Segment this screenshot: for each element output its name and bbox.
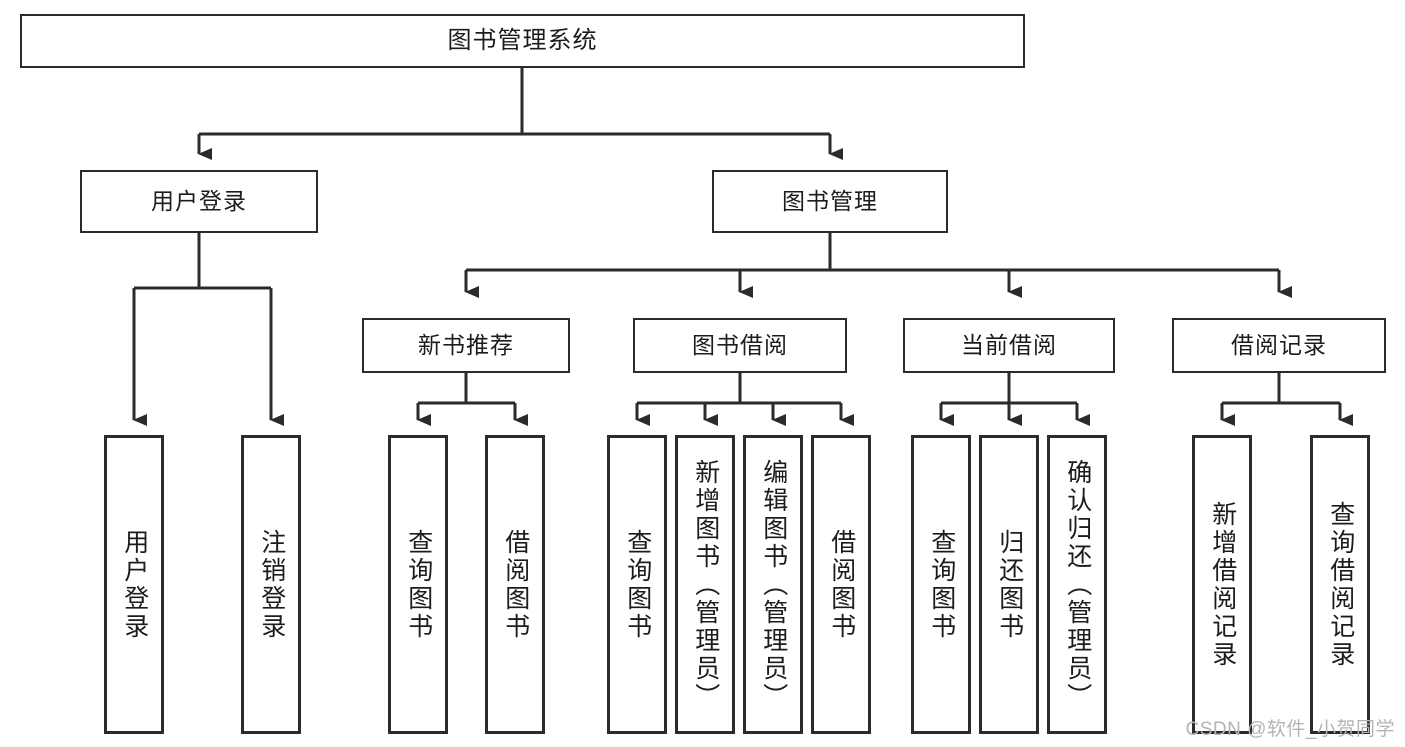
leaf-query-books-borrow[interactable]: 查询图书	[607, 435, 667, 734]
node-user-login[interactable]: 用户登录	[80, 170, 318, 233]
leaf-query-borrow-record[interactable]: 查询借阅记录	[1310, 435, 1370, 734]
node-label: 借阅图书	[501, 528, 530, 641]
node-label: 查询图书	[927, 528, 956, 641]
leaf-return-books[interactable]: 归还图书	[979, 435, 1039, 734]
node-book-borrow[interactable]: 图书借阅	[633, 318, 847, 373]
node-label: 借阅图书	[827, 528, 856, 641]
leaf-borrow-books-recommend[interactable]: 借阅图书	[485, 435, 545, 734]
leaf-borrow-books[interactable]: 借阅图书	[811, 435, 871, 734]
leaf-user-login[interactable]: 用户登录	[104, 435, 164, 734]
node-label: 用户登录	[120, 528, 149, 641]
node-label: 新书推荐	[418, 332, 514, 359]
leaf-query-books-recommend[interactable]: 查询图书	[388, 435, 448, 734]
node-label: 图书管理	[782, 188, 878, 215]
leaf-logout[interactable]: 注销登录	[241, 435, 301, 734]
node-label: 新增借阅记录	[1208, 500, 1237, 669]
node-label: 当前借阅	[961, 332, 1057, 359]
node-label: 归还图书	[995, 528, 1024, 641]
node-new-book-recommendation[interactable]: 新书推荐	[362, 318, 570, 373]
leaf-confirm-return-admin[interactable]: 确认归还（管理员）	[1047, 435, 1107, 734]
node-book-management[interactable]: 图书管理	[712, 170, 948, 233]
node-borrow-records[interactable]: 借阅记录	[1172, 318, 1386, 373]
node-label: 图书借阅	[692, 332, 788, 359]
leaf-query-books-current[interactable]: 查询图书	[911, 435, 971, 734]
node-label: 编辑图书（管理员）	[759, 458, 788, 711]
node-label: 用户登录	[151, 188, 247, 215]
leaf-add-book-admin[interactable]: 新增图书（管理员）	[675, 435, 735, 734]
leaf-edit-book-admin[interactable]: 编辑图书（管理员）	[743, 435, 803, 734]
node-root-system[interactable]: 图书管理系统	[20, 14, 1025, 68]
csdn-watermark: CSDN @软件_小贺同学	[1185, 719, 1395, 740]
node-label: 查询图书	[623, 528, 652, 641]
node-label: 新增图书（管理员）	[691, 458, 720, 711]
node-label: 注销登录	[257, 528, 286, 641]
node-label: 查询图书	[404, 528, 433, 641]
node-label: 查询借阅记录	[1326, 500, 1355, 669]
node-label: 确认归还（管理员）	[1063, 458, 1092, 711]
node-current-borrow[interactable]: 当前借阅	[903, 318, 1115, 373]
node-label: 图书管理系统	[447, 27, 598, 54]
node-label: 借阅记录	[1231, 332, 1327, 359]
leaf-add-borrow-record[interactable]: 新增借阅记录	[1192, 435, 1252, 734]
